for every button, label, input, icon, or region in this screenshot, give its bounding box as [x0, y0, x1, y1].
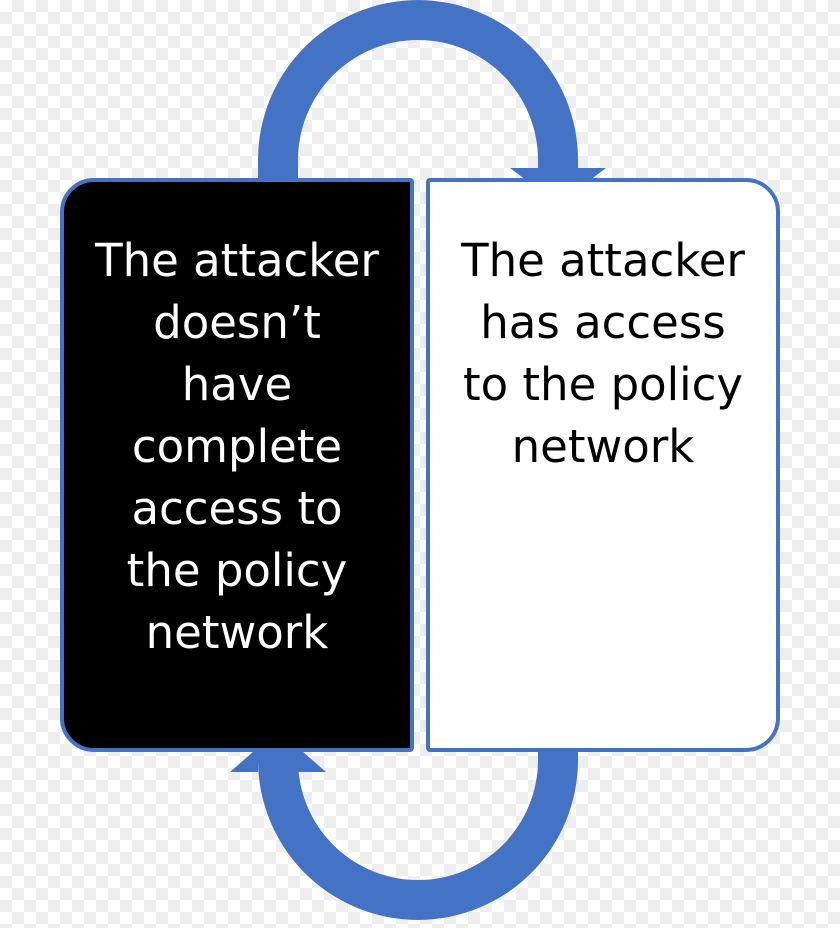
box-no-access: The attacker doesn’t have complete acces… — [60, 178, 414, 752]
box-has-access-label: The attacker has access to the policy ne… — [461, 234, 745, 473]
box-has-access: The attacker has access to the policy ne… — [426, 178, 780, 752]
arrow-bottom-right-to-left — [230, 728, 578, 920]
arrow-top-left-to-right — [258, 0, 606, 204]
box-no-access-label: The attacker doesn’t have complete acces… — [95, 234, 379, 659]
